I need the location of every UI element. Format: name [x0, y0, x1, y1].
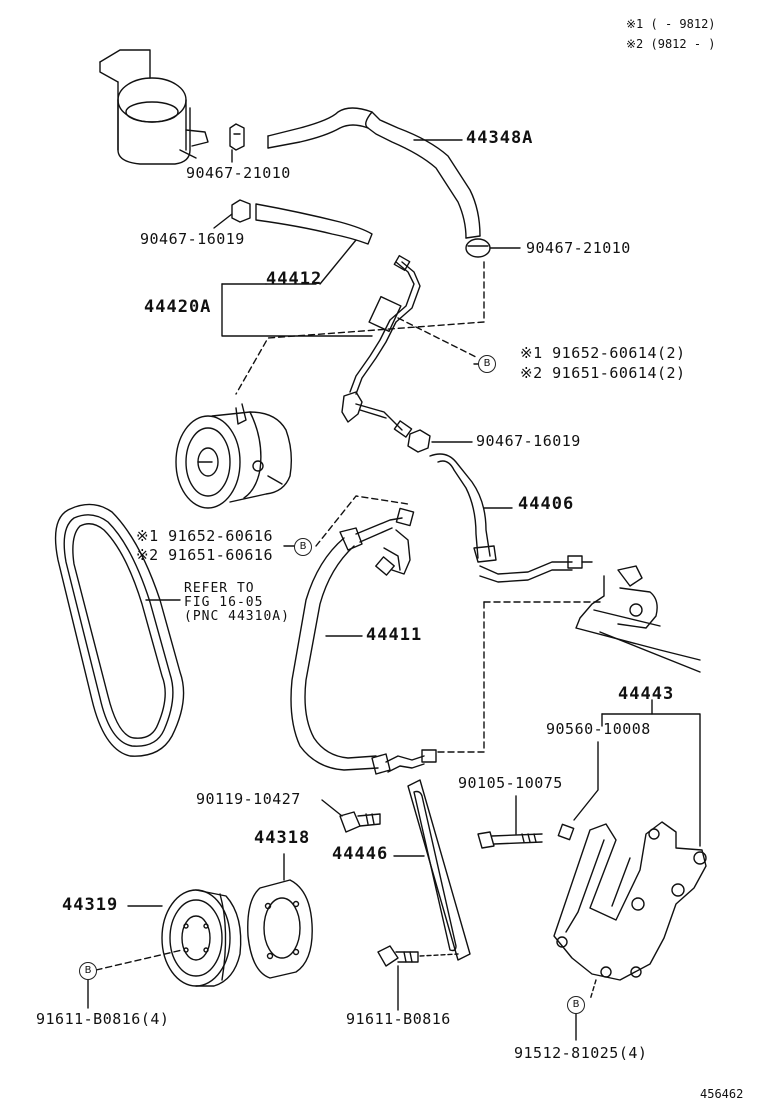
- label-91512-81025-4: 91512-81025(4): [514, 1044, 648, 1062]
- tube-44420a: [341, 254, 421, 438]
- hose-44411: [290, 507, 437, 775]
- steering-gear-box: [575, 565, 701, 673]
- nut-90560-10008: [557, 823, 575, 841]
- illustration-id: 456462: [700, 1087, 744, 1101]
- label-44412: 44412: [266, 269, 323, 289]
- callout-b-mid: B: [294, 538, 312, 556]
- leader-44443: [601, 699, 701, 847]
- pulley-44319: [161, 889, 242, 987]
- label-90467-16019-top: 90467-16019: [140, 230, 245, 248]
- callout-b-left: B: [79, 962, 97, 980]
- callout-b-top: B: [478, 355, 496, 373]
- label-44406: 44406: [518, 494, 575, 514]
- dashed-guide-bolt-b-top: [397, 317, 479, 359]
- label-refer-to-fig: REFER TO FIG 16-05 (PNC 44310A): [184, 581, 290, 624]
- leader-90560-10008: [573, 741, 599, 821]
- reservoir-tank: [99, 49, 209, 165]
- label-44348a: 44348A: [466, 128, 534, 148]
- label-90560-10008: 90560-10008: [546, 720, 651, 738]
- dashed-guide-right-lower: [435, 601, 485, 753]
- label-44411: 44411: [366, 625, 423, 645]
- dashed-guide-bolt-b-right: [589, 979, 597, 1001]
- drive-belt: [54, 503, 185, 757]
- hose-44348a: [267, 107, 481, 239]
- clamp-90467-16019-top: [213, 199, 251, 229]
- bar-44446: [407, 779, 471, 961]
- bolt-90119-10427: [339, 811, 381, 833]
- callout-b-right: B: [567, 996, 585, 1014]
- label-90119-10427: 90119-10427: [196, 790, 301, 808]
- power-steering-pump: [175, 403, 293, 509]
- dashed-guide-mid: [315, 495, 409, 547]
- bolt-91611-b0816: [377, 945, 419, 967]
- label-44446: 44446: [332, 844, 389, 864]
- label-bolt-note-2-top: ※2 91651-60614(2): [520, 364, 686, 382]
- label-bolt-note-1-top: ※1 91652-60614(2): [520, 344, 686, 362]
- label-bolt-note-2-mid: ※2 91651-60616: [136, 546, 273, 564]
- label-44318: 44318: [254, 828, 311, 848]
- dashed-guide-bar: [419, 953, 459, 957]
- label-90467-21010-right: 90467-21010: [526, 239, 631, 257]
- plate-44318: [247, 879, 313, 979]
- leader-90119-10427: [321, 799, 343, 817]
- label-44443: 44443: [618, 684, 675, 704]
- label-44319: 44319: [62, 895, 119, 915]
- label-90467-21010-top: 90467-21010: [186, 164, 291, 182]
- label-90105-10075: 90105-10075: [458, 774, 563, 792]
- legend-line-1: ※1 ( - 9812): [626, 17, 716, 31]
- bracket-44420a: [221, 283, 373, 337]
- label-bolt-note-1-mid: ※1 91652-60616: [136, 527, 273, 545]
- hose-44406: [429, 453, 593, 583]
- dashed-guide-upper: [235, 261, 485, 395]
- label-91611-b0816: 91611-B0816: [346, 1010, 451, 1028]
- clamp-90467-21010-top: [229, 123, 245, 151]
- bolt-90105-10075: [477, 831, 543, 849]
- hose-44412: [255, 203, 373, 285]
- label-91611-b0816-4: 91611-B0816(4): [36, 1010, 170, 1028]
- bracket-44443: [553, 821, 707, 981]
- clamp-90467-21010-right: [465, 238, 521, 258]
- legend-line-2: ※2 (9812 - ): [626, 37, 716, 51]
- label-44420a: 44420A: [144, 297, 212, 317]
- clamp-90467-16019-mid: [407, 429, 473, 453]
- label-90467-16019-mid: 90467-16019: [476, 432, 581, 450]
- dashed-guide-bolt-b-left: [95, 949, 183, 971]
